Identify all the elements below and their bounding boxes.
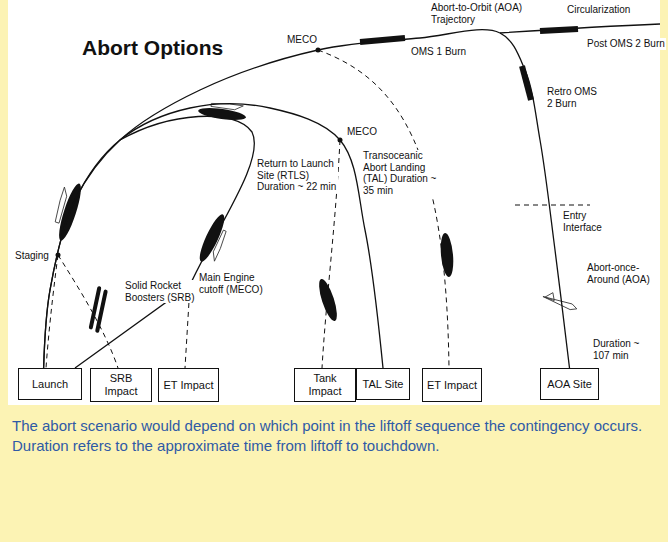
site-box: Tank Impact: [294, 368, 356, 402]
site-box: Launch: [18, 368, 82, 400]
site-name: ET Impact: [161, 379, 217, 392]
trajectory-label: Staging: [14, 250, 50, 262]
site-box: TAL Site: [356, 368, 410, 400]
oms-burn: [540, 29, 578, 31]
site-box: SRB Impact: [90, 368, 152, 402]
site-name: Launch: [29, 378, 71, 391]
trajectory-label: Return to Launch Site (RTLS) Duration ~ …: [256, 158, 338, 193]
trajectory-label: Duration ~ 107 min: [592, 338, 656, 361]
trajectory-label: MECO: [286, 34, 318, 46]
shuttle-stack: [198, 100, 248, 123]
trajectory-label: Main Engine cutoff (MECO): [198, 272, 272, 295]
abort-trajectory: [44, 30, 570, 368]
orbit-trajectory: [500, 24, 660, 33]
trajectory-label: Circularization: [566, 4, 631, 16]
site-name: TAL Site: [360, 378, 407, 391]
srb-fall-path: [58, 255, 118, 368]
rtls-trajectory: [75, 116, 254, 368]
abort-trajectory: [44, 104, 383, 368]
shuttle-stack: [196, 212, 234, 267]
diagram-panel: [8, 0, 660, 405]
external-tank: [315, 277, 340, 323]
trajectory-label: Retro OMS 2 Burn: [546, 86, 606, 109]
site-name: SRB Impact: [91, 372, 151, 397]
diagram-title: Abort Options: [82, 36, 223, 60]
trajectory-label: Solid Rocket Boosters (SRB): [124, 280, 196, 303]
trajectory-label: Transoceanic Abort Landing (TAL) Duratio…: [362, 150, 444, 196]
orbiter: [210, 230, 228, 261]
et-fall-path: [318, 50, 449, 368]
trajectory-label: OMS 1 Burn: [410, 46, 467, 58]
site-name: AOA Site: [544, 378, 595, 391]
trajectory-label: MECO: [346, 126, 378, 138]
shuttle-stack: [48, 179, 85, 242]
figure-caption: The abort scenario would depend on which…: [12, 416, 652, 457]
site-box: ET Impact: [422, 368, 482, 402]
trajectory-label: Abort-once-Around (AOA): [586, 262, 658, 285]
entry-interface-line: [515, 205, 590, 206]
trajectory-label: Post OMS 2 Burn: [586, 38, 666, 50]
solid-rocket-boosters: [88, 286, 108, 333]
external-tank: [196, 212, 229, 264]
trajectory-label: Abort-to-Orbit (AOA) Trajectory: [430, 2, 532, 25]
orbiter: [211, 101, 243, 110]
site-name: Tank Impact: [295, 372, 355, 397]
site-box: AOA Site: [540, 368, 599, 400]
site-box: ET Impact: [158, 368, 219, 402]
srb: [95, 289, 108, 333]
external-tank: [439, 233, 455, 278]
site-name: ET Impact: [424, 379, 480, 392]
fall-path: [46, 255, 58, 368]
trajectory-label: Entry Interface: [562, 210, 614, 233]
